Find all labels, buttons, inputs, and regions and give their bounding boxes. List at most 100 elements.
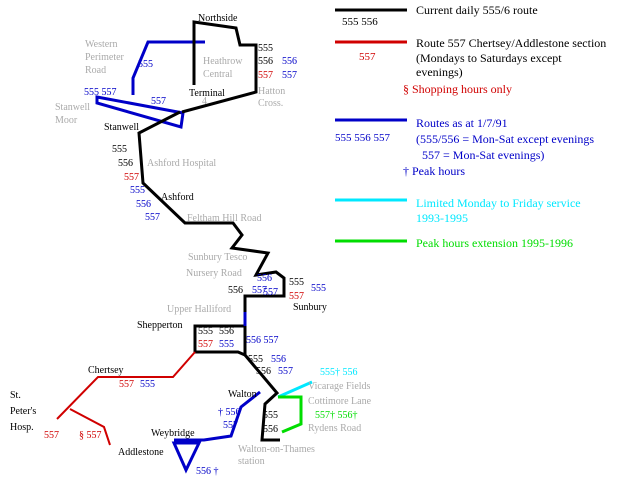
place-ashford: Ashford — [161, 192, 194, 203]
line-blue-stanwell-moor-loop — [95, 95, 185, 129]
route-label-ah-557: 557 — [124, 172, 139, 183]
route-label-ash-556: 556 — [136, 199, 151, 210]
legend-current-text: Current daily 555/6 route — [416, 3, 538, 17]
route-label-shep-557: 557 — [198, 339, 213, 350]
place-walton-thames-1: Walton-on-Thames — [238, 444, 315, 455]
legend-chertsey-route: 557 — [359, 51, 376, 63]
route-label-wal-556b: 556 — [271, 354, 286, 365]
place-st-peters-1: St. — [10, 390, 21, 401]
line-black-to-walton — [243, 354, 280, 442]
line-red-chertsey — [56, 351, 196, 420]
route-label-hc-557b: 557 — [282, 70, 297, 81]
route-label-walt-557: 557 — [223, 420, 238, 431]
place-heathrow-1: Heathrow — [203, 56, 243, 67]
place-weybridge: Weybridge — [151, 428, 195, 439]
route-label-hc-556b: 556 — [282, 56, 297, 67]
route-label-stp-s557: § 557 — [79, 430, 102, 441]
place-sunbury: Sunbury — [293, 302, 327, 313]
route-label-sun-557: 557 — [289, 291, 304, 302]
route-label-walt-556b: 556 — [263, 424, 278, 435]
place-walton-thames-2: station — [238, 456, 265, 467]
route-label-nr-556b: 556 — [257, 273, 272, 284]
route-label-sm-557: 557 — [151, 96, 166, 107]
place-feltham-hill: Feltham Hill Road — [187, 213, 261, 224]
legend-1991-routes: 555 556 557 — [335, 132, 391, 144]
place-hatton-2: Cross. — [258, 98, 283, 109]
place-walton: Walton — [228, 389, 257, 400]
line-blue-western-perimeter — [131, 40, 205, 95]
line-black-trunk-north — [137, 110, 286, 312]
place-st-peters-2: Peter's — [10, 406, 36, 417]
route-label-wpr-555: 555 — [138, 59, 153, 70]
place-rydens-road: Rydens Road — [308, 423, 361, 434]
route-label-wal-556: 556 — [256, 366, 271, 377]
route-label-nr-557b: 557 — [263, 287, 278, 298]
route-label-nr-557: 557 — [252, 285, 267, 296]
legend-1991-line3: 557 = Mon-Sat evenings) — [422, 148, 544, 162]
line-blue-walton-station — [174, 390, 261, 442]
place-cottimore-lane: Cottimore Lane — [308, 396, 372, 407]
legend-1991-line4: † Peak hours — [403, 164, 465, 178]
place-chertsey: Chertsey — [88, 365, 124, 376]
place-northside: Northside — [198, 13, 238, 24]
place-addlestone: Addlestone — [118, 447, 164, 458]
place-terminal-2: 4 — [202, 96, 207, 107]
route-label-ah-556: 556 — [118, 158, 133, 169]
place-western-1: Western — [85, 39, 118, 50]
route-number-labels: 555 555 556 556 557 557 555 557 557 555 … — [44, 43, 358, 477]
route-label-ash-557: 557 — [145, 212, 160, 223]
route-label-walt-555: 555 — [263, 410, 278, 421]
legend-chertsey-line1: Route 557 Chertsey/Addlestone section — [416, 36, 606, 50]
place-stanwell: Stanwell — [104, 122, 139, 133]
legend-1991-line2: (555/556 = Mon-Sat except evenings — [416, 132, 594, 146]
route-label-chert-555: 555 — [140, 379, 155, 390]
route-label-wal-557b: 557 — [278, 366, 293, 377]
route-label-nr-556: 556 — [228, 285, 243, 296]
route-label-shep-556: 556 — [219, 326, 234, 337]
line-blue-heathrow-loop — [181, 20, 258, 114]
place-heathrow-2: Central — [203, 69, 233, 80]
line-black-trunk-south — [193, 312, 247, 358]
place-stanwell-moor-1: Stanwell — [55, 102, 90, 113]
route-label-stw-555: 555 — [112, 144, 127, 155]
route-label-cottimore: 557† 556† — [315, 410, 358, 421]
legend-chertsey-line3: evenings) — [416, 65, 463, 79]
route-label-hc-556a: 556 — [258, 56, 273, 67]
route-label-hc-555: 555 — [258, 43, 273, 54]
place-st-peters-3: Hosp. — [10, 422, 34, 433]
legend-chertsey-line2: (Mondays to Saturdays except — [416, 51, 562, 65]
legend-peak-line1: Peak hours extension 1995-1996 — [416, 236, 573, 250]
legend-chertsey-line4: § Shopping hours only — [403, 82, 512, 96]
place-terminal-1: Terminal — [189, 88, 225, 99]
place-sunbury-tesco: Sunbury Tesco — [188, 252, 247, 263]
place-hatton-1: Hatton — [258, 86, 285, 97]
legend-limited-line1: Limited Monday to Friday service — [416, 196, 581, 210]
route-lines — [56, 20, 313, 474]
route-label-chert-557: 557 — [119, 379, 134, 390]
legend-limited-line2: 1993-1995 — [416, 211, 468, 225]
route-label-shep-556b: 556 557 — [246, 335, 279, 346]
place-stanwell-moor-2: Moor — [55, 115, 78, 126]
legend: 555 556 Current daily 555/6 route 557 Ro… — [335, 3, 606, 250]
place-nursery-road: Nursery Road — [186, 268, 242, 279]
route-label-shep-555: 555 — [198, 326, 213, 337]
place-labels: Northside Western Perimeter Road Heathro… — [10, 13, 372, 467]
route-label-sm-555-557: 555 557 — [84, 87, 117, 98]
route-label-walt-556: † 556 — [218, 407, 241, 418]
legend-1991-line1: Routes as at 1/7/91 — [416, 116, 508, 130]
route-label-ah-555: 555 — [130, 185, 145, 196]
route-label-stp-557: 557 — [44, 430, 59, 441]
route-label-wey-556: 556 † — [196, 466, 219, 477]
route-label-shep-555b: 555 — [219, 339, 234, 350]
place-upper-halliford: Upper Halliford — [167, 304, 231, 315]
place-shepperton: Shepperton — [137, 320, 183, 331]
route-label-vicarage: 555† 556 — [320, 367, 358, 378]
place-ashford-hospital: Ashford Hospital — [147, 158, 216, 169]
route-label-hc-557a: 557 — [258, 70, 273, 81]
route-label-sun-555a: 555 — [289, 277, 304, 288]
line-green-cottimore — [278, 395, 303, 434]
line-blue-weybridge-triangle — [171, 441, 202, 474]
place-western-2: Perimeter — [85, 52, 125, 63]
place-vicarage-fields: Vicarage Fields — [308, 381, 371, 392]
